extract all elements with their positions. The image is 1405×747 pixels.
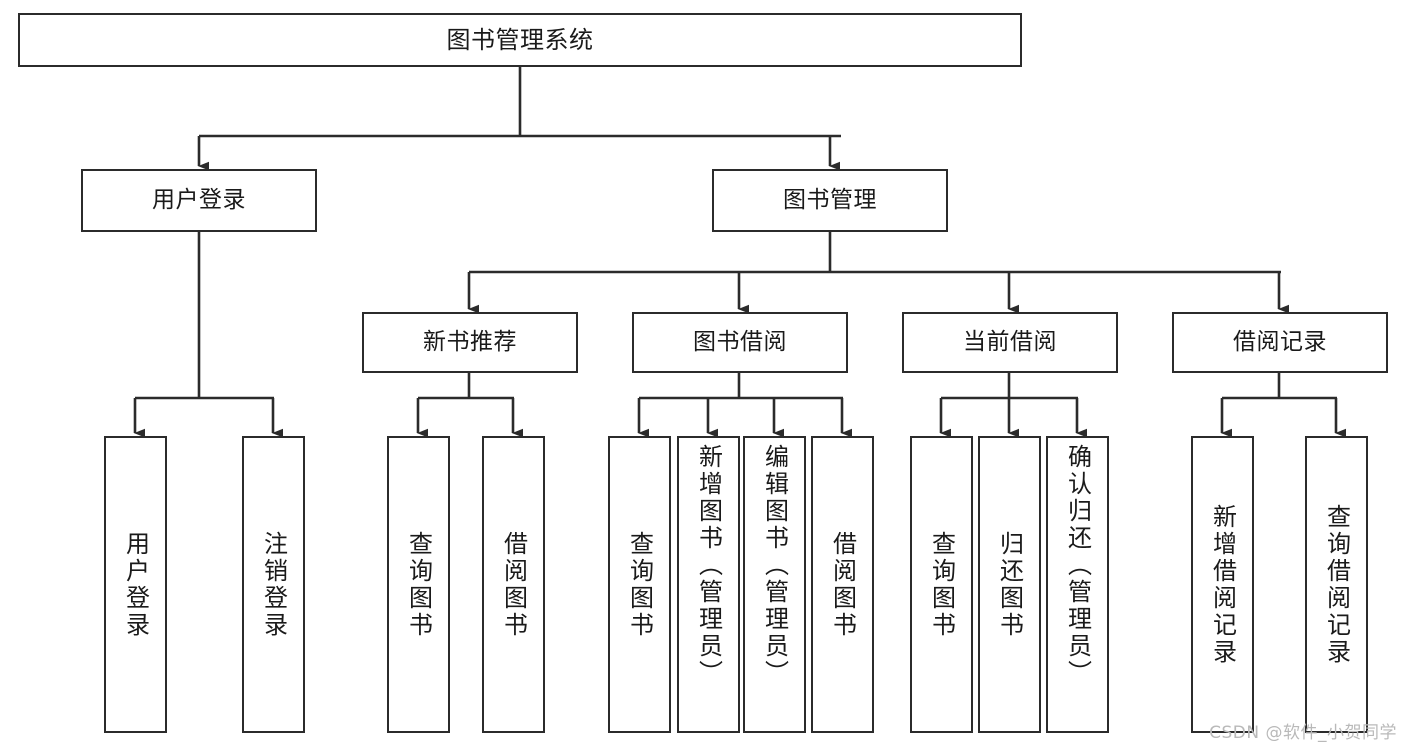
leaf-current-confirm-return-admin[interactable]: 确认归还（管理员） (1046, 436, 1109, 733)
node-label: 图书管理 (783, 186, 877, 213)
node-label: 新增图书（管理员） (694, 444, 723, 687)
node-current-borrowing[interactable]: 当前借阅 (902, 312, 1118, 373)
csdn-watermark: CSDN @软件_小贺同学 (1209, 723, 1397, 743)
node-root-system[interactable]: 图书管理系统 (18, 13, 1022, 67)
node-label: 新书推荐 (423, 328, 517, 355)
node-label: 借阅图书 (828, 530, 857, 639)
leaf-borrow-add-book-admin[interactable]: 新增图书（管理员） (677, 436, 740, 733)
leaf-new-book-query[interactable]: 查询图书 (387, 436, 450, 733)
node-label: 借阅记录 (1233, 328, 1327, 355)
leaf-user-login-signout[interactable]: 注销登录 (242, 436, 305, 733)
node-label: 归还图书 (995, 530, 1024, 639)
node-label: 当前借阅 (963, 328, 1057, 355)
node-label: 图书借阅 (693, 328, 787, 355)
node-label: 注销登录 (259, 530, 288, 639)
node-label: 编辑图书（管理员） (760, 444, 789, 687)
node-label: 查询借阅记录 (1322, 503, 1351, 666)
node-borrow-records[interactable]: 借阅记录 (1172, 312, 1388, 373)
node-label: 图书管理系统 (446, 25, 594, 54)
node-label: 借阅图书 (499, 530, 528, 639)
node-label: 确认归还（管理员） (1063, 444, 1092, 687)
node-label: 用户登录 (121, 530, 150, 639)
node-label: 查询图书 (927, 530, 956, 639)
node-label: 查询图书 (625, 530, 654, 639)
leaf-new-book-borrow[interactable]: 借阅图书 (482, 436, 545, 733)
leaf-borrow-edit-book-admin[interactable]: 编辑图书（管理员） (743, 436, 806, 733)
node-user-login[interactable]: 用户登录 (81, 169, 317, 232)
leaf-borrow-borrow-book[interactable]: 借阅图书 (811, 436, 874, 733)
node-book-management[interactable]: 图书管理 (712, 169, 948, 232)
node-book-borrowing[interactable]: 图书借阅 (632, 312, 848, 373)
node-label: 新增借阅记录 (1208, 503, 1237, 666)
leaf-borrow-query-book[interactable]: 查询图书 (608, 436, 671, 733)
node-label: 用户登录 (152, 186, 246, 213)
leaf-current-return-book[interactable]: 归还图书 (978, 436, 1041, 733)
leaf-current-query-book[interactable]: 查询图书 (910, 436, 973, 733)
leaf-record-query-record[interactable]: 查询借阅记录 (1305, 436, 1368, 733)
leaf-user-login-signin[interactable]: 用户登录 (104, 436, 167, 733)
node-label: 查询图书 (404, 530, 433, 639)
leaf-record-add-record[interactable]: 新增借阅记录 (1191, 436, 1254, 733)
node-new-book-recommendation[interactable]: 新书推荐 (362, 312, 578, 373)
